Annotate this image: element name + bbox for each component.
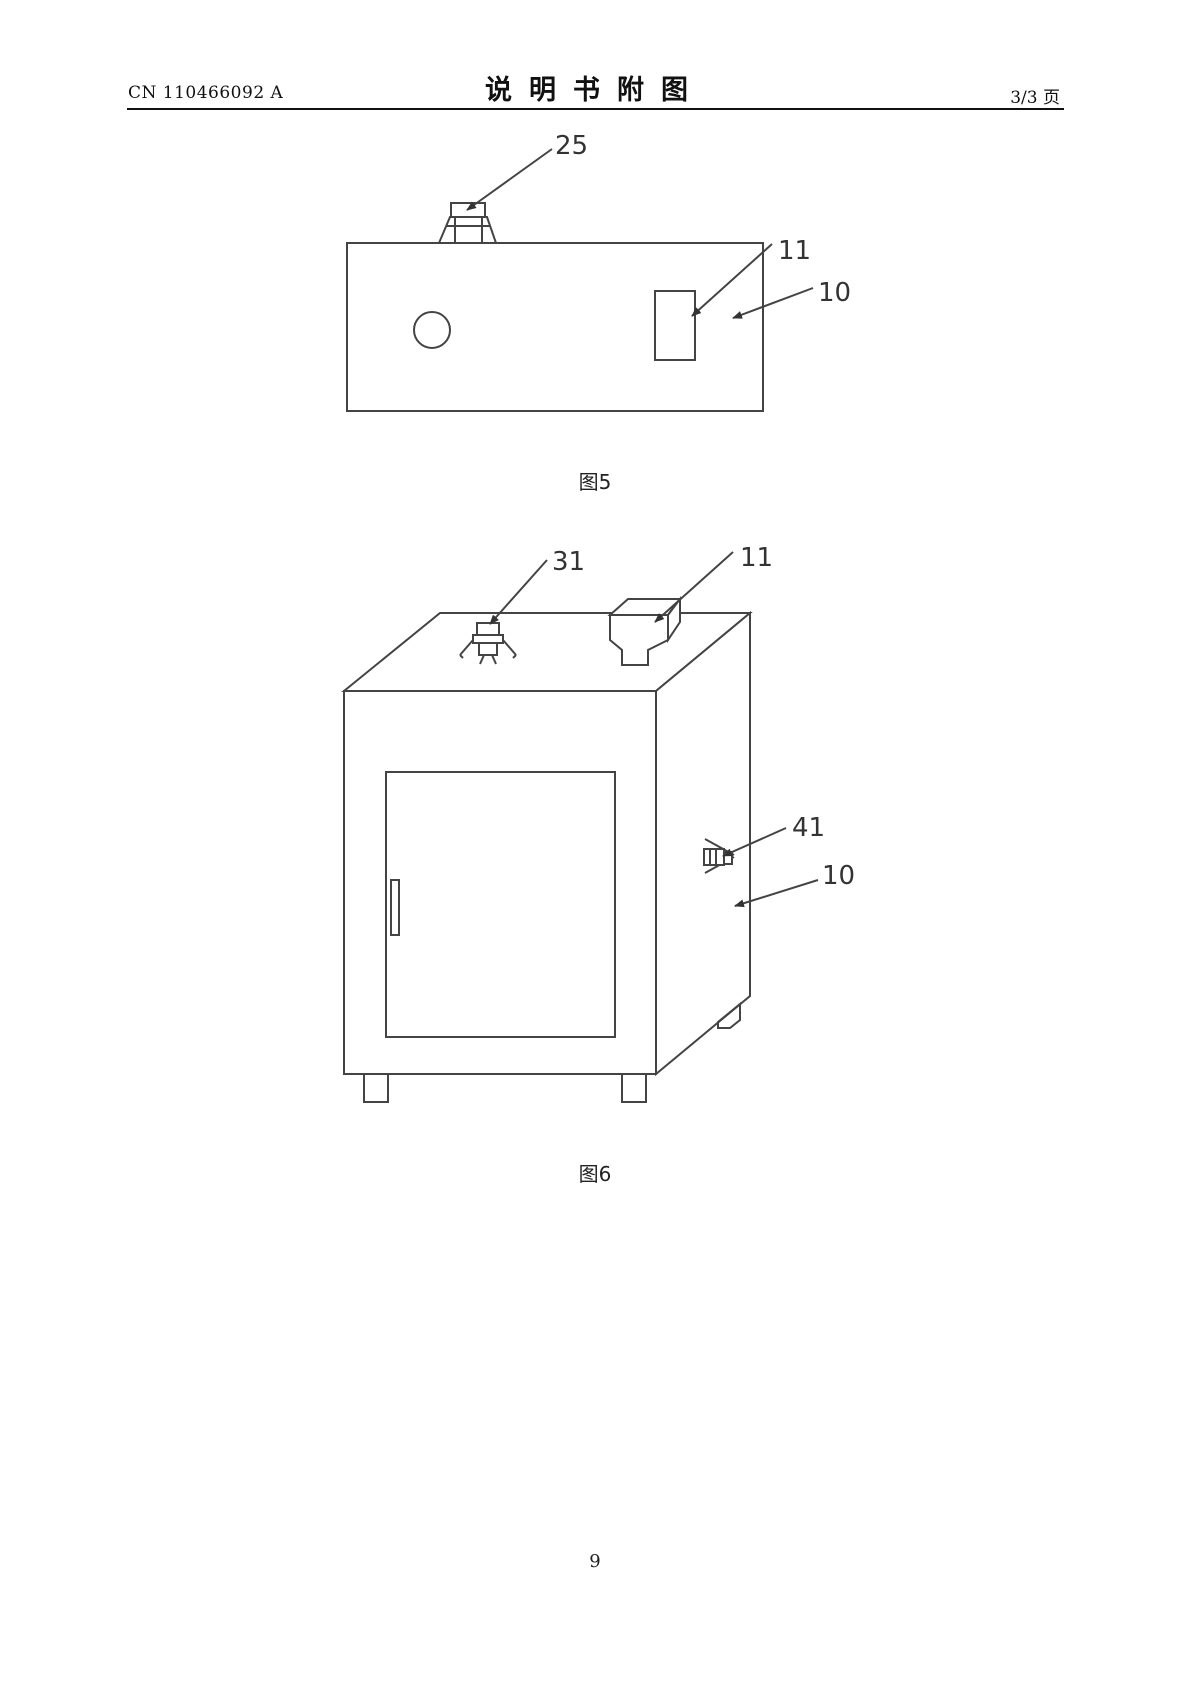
- fig5-round-window: [413, 311, 451, 349]
- fig6-front-face: [343, 690, 657, 1075]
- figure-6-caption: 图6: [578, 1162, 612, 1186]
- page-info: 3/3 页: [1010, 88, 1060, 108]
- fig6-hopper: [607, 596, 682, 666]
- fig6-leader-11: [654, 551, 734, 623]
- fig6-side-face: [655, 610, 751, 1077]
- fig6-door: [385, 771, 616, 1038]
- figure-5: 25 11 10: [346, 131, 851, 412]
- figure-6: 31 11 41 10: [341, 543, 855, 1103]
- fig5-leader-25: [466, 148, 553, 211]
- page-title: 说明书附图: [485, 75, 705, 106]
- page-number: 9: [589, 1551, 601, 1572]
- fig5-ref-11: 11: [778, 236, 811, 266]
- fig5-leader-10: [732, 287, 814, 319]
- fig6-leader-41: [722, 827, 787, 857]
- fig6-leader-31: [489, 559, 548, 625]
- fig5-cabinet-body: [346, 242, 764, 412]
- header-rule: [127, 108, 1064, 110]
- fig6-ref-11: 11: [740, 543, 773, 573]
- fig5-ref-10: 10: [818, 278, 851, 308]
- fig6-ref-10: 10: [822, 861, 855, 891]
- fig5-ref-25: 25: [555, 131, 588, 161]
- fig6-ref-31: 31: [552, 547, 585, 577]
- patent-number: CN 110466092 A: [128, 83, 284, 103]
- fig6-leg-front-right: [621, 1073, 647, 1103]
- fig5-leader-11: [691, 243, 773, 317]
- fig5-feed-opening: [654, 290, 696, 361]
- figure-5-caption: 图5: [578, 470, 612, 494]
- fig6-leg-back-right: [717, 1001, 741, 1029]
- fig6-leg-front-left: [363, 1073, 389, 1103]
- fig6-leader-10: [734, 879, 819, 908]
- fig6-ref-41: 41: [792, 813, 825, 843]
- fig6-manipulator: [459, 622, 517, 665]
- fig6-door-handle: [390, 879, 400, 936]
